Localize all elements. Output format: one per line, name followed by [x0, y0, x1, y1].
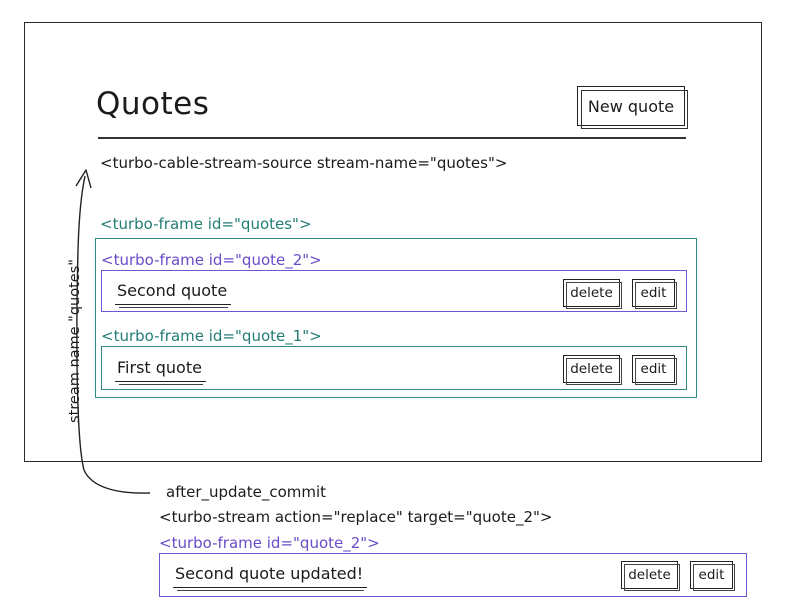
turbo-stream-tag: <turbo-stream action="replace" target="q… — [159, 508, 553, 526]
page-title: Quotes — [96, 86, 210, 122]
quote-2-frame-label: <turbo-frame id="quote_2"> — [101, 251, 322, 269]
quote-2-frame — [101, 270, 687, 312]
stream-source-tag: <turbo-cable-stream-source stream-name="… — [100, 154, 508, 172]
new-quote-button[interactable]: New quote — [577, 86, 688, 129]
quote-1-frame-label: <turbo-frame id="quote_1"> — [101, 327, 322, 345]
updated-quote-edit-button[interactable]: edit — [690, 561, 735, 591]
page-frame — [24, 22, 762, 462]
quote-1-link[interactable]: First quote — [115, 358, 206, 385]
updated-quote-delete-button[interactable]: delete — [621, 561, 680, 591]
updated-frame-label: <turbo-frame id="quote_2"> — [159, 534, 380, 552]
callback-name: after_update_commit — [166, 483, 327, 501]
outer-frame-label: <turbo-frame id="quotes"> — [100, 215, 312, 233]
updated-quote-frame — [159, 553, 747, 597]
quote-1-edit-button[interactable]: edit — [632, 355, 677, 385]
quote-2-edit-button[interactable]: edit — [632, 279, 677, 309]
quote-1-frame — [101, 346, 687, 390]
quote-2-delete-button[interactable]: delete — [563, 279, 622, 309]
updated-quote-link[interactable]: Second quote updated! — [172, 564, 368, 591]
quotes-frame — [95, 238, 697, 398]
title-divider — [98, 137, 686, 139]
quote-2-link[interactable]: Second quote — [114, 281, 232, 308]
